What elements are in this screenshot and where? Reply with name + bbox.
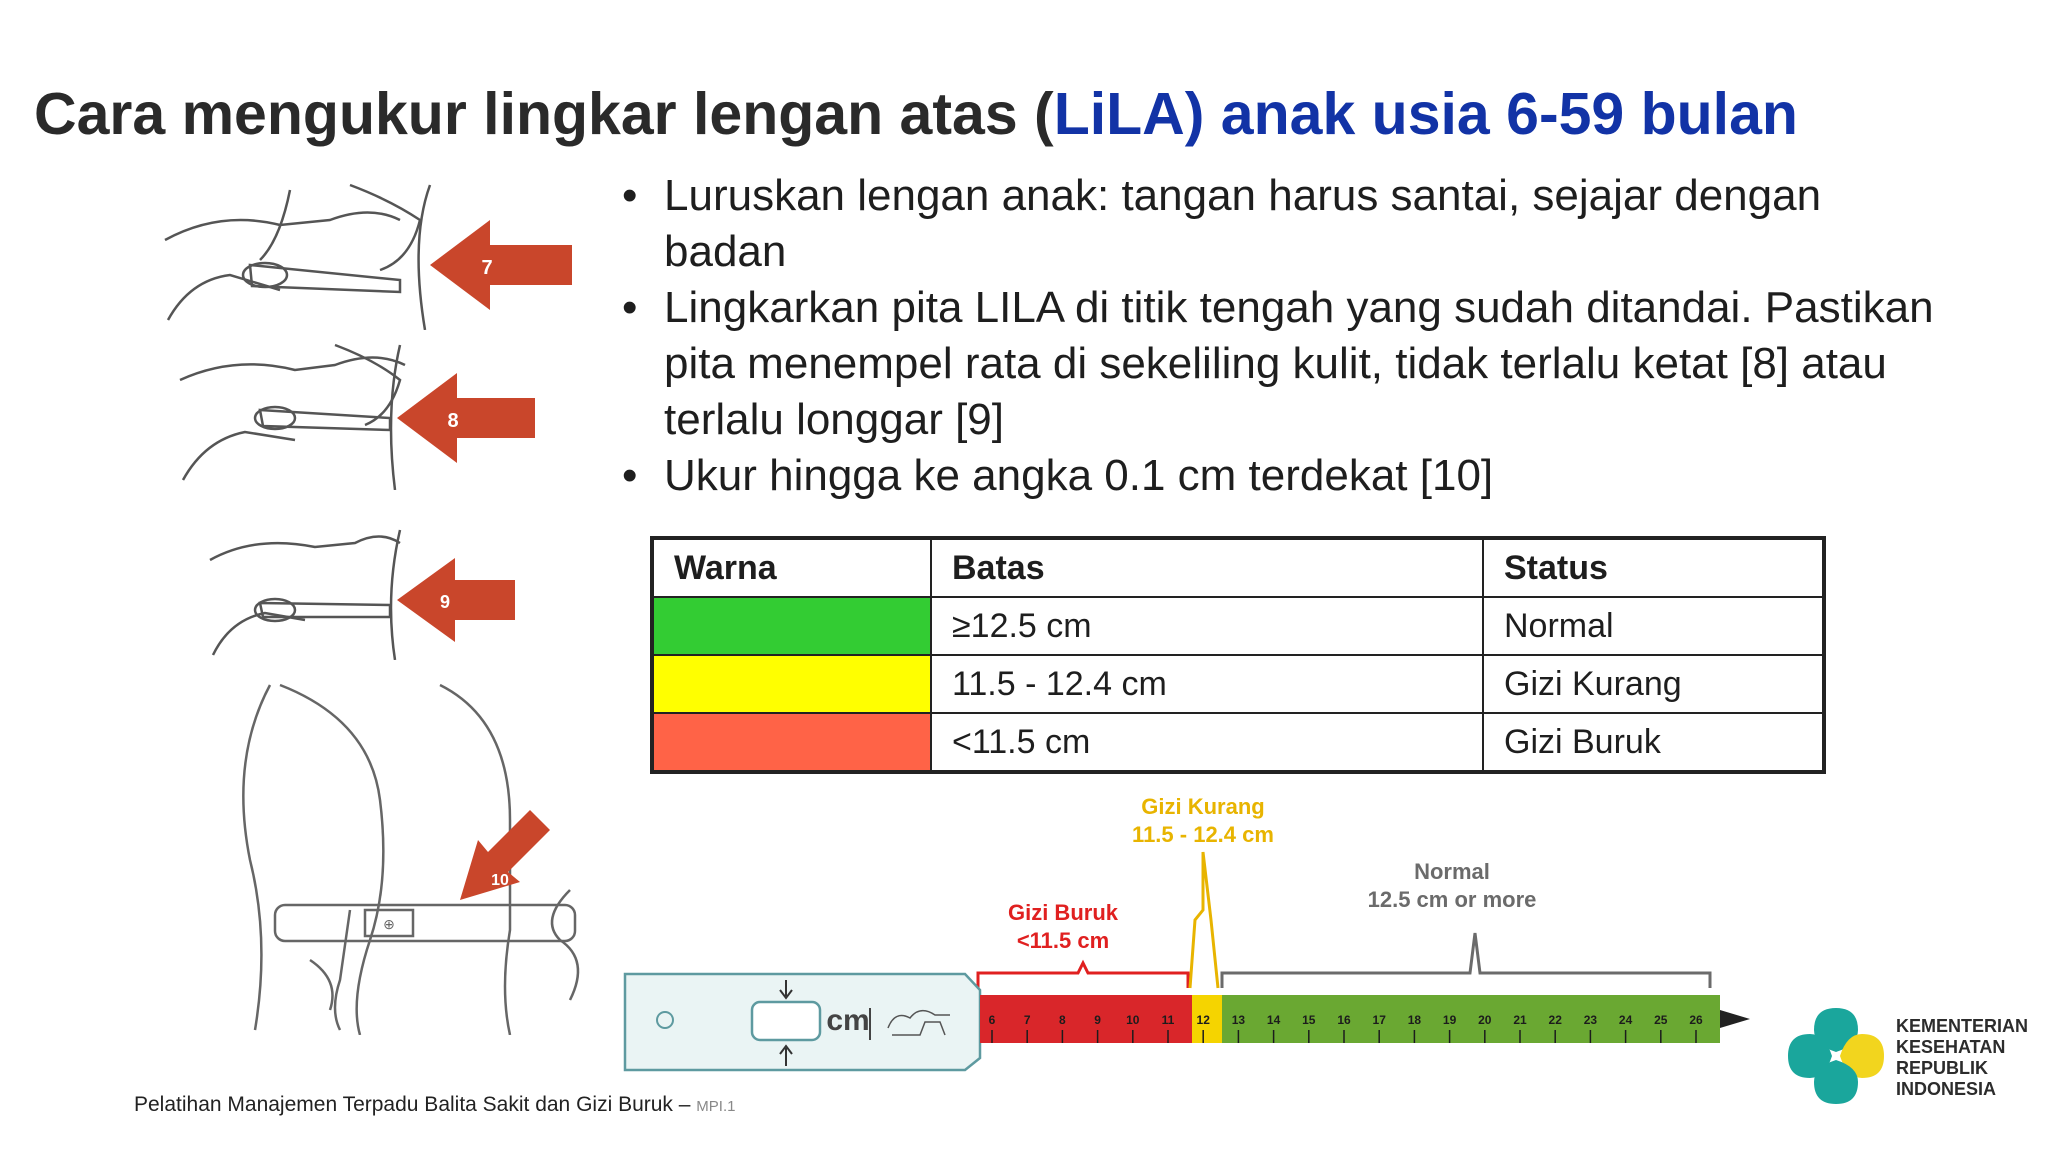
tape-tick-label: 19 (1443, 1013, 1457, 1027)
arrow-9 (397, 558, 515, 642)
color-swatch-green (651, 596, 932, 656)
table-row: 11.5 - 12.4 cm Gizi Kurang (651, 654, 1825, 714)
tape-tick-label: 18 (1408, 1013, 1422, 1027)
color-swatch-yellow (651, 654, 932, 714)
table-row: <11.5 cm Gizi Buruk (651, 712, 1825, 773)
header-status: Status (1482, 537, 1825, 598)
muac-tape-diagram: Gizi Kurang 11.5 - 12.4 cm Normal 12.5 c… (623, 794, 1750, 1072)
cell-batas: 11.5 - 12.4 cm (930, 654, 1484, 714)
tape-tick-label: 26 (1689, 1013, 1703, 1027)
step-number-10: 10 (491, 872, 509, 889)
tape-end-arrow (1720, 1010, 1750, 1028)
step-7-illustration: 7 (164, 183, 572, 330)
tape-tick-label: 6 (989, 1013, 996, 1027)
label-normal-range: 12.5 cm or more (1368, 887, 1537, 912)
tape-tick-label: 12 (1197, 1013, 1211, 1027)
tape-tick-label: 11 (1162, 1013, 1175, 1027)
instruction-item: Ukur hingga ke angka 0.1 cm terdekat [10… (622, 448, 1942, 504)
tape-tick-label: 25 (1654, 1013, 1668, 1027)
step-number-7: 7 (481, 257, 492, 279)
title-highlight: LiLA) anak usia 6-59 bulan (1053, 81, 1798, 147)
cell-status: Normal (1482, 596, 1825, 656)
instruction-list: Luruskan lengan anak: tangan harus santa… (622, 168, 1942, 504)
logo-line: KEMENTERIAN (1896, 1016, 2029, 1036)
color-swatch-red (651, 712, 932, 773)
cell-status: Gizi Kurang (1482, 654, 1825, 714)
tape-tick-label: 15 (1302, 1013, 1316, 1027)
tape-tick-label: 21 (1513, 1013, 1527, 1027)
instruction-item: Lingkarkan pita LILA di titik tengah yan… (622, 280, 1942, 448)
step-9-illustration: 9 (209, 529, 515, 660)
bracket-kurang (1188, 851, 1220, 989)
page-title: Cara mengukur lingkar lengan atas (LiLA)… (34, 80, 1798, 148)
label-gizi-kurang: Gizi Kurang (1141, 794, 1264, 819)
kemenkes-logo-icon (1788, 1008, 1884, 1104)
step-number-9: 9 (440, 592, 450, 612)
logo-line: REPUBLIK (1896, 1058, 1989, 1078)
bracket-normal (1220, 932, 1712, 988)
tape-tick-label: 22 (1549, 1013, 1563, 1027)
label-normal: Normal (1414, 859, 1490, 884)
tape-tick-label: 9 (1094, 1013, 1101, 1027)
footer-text: Pelatihan Manajemen Terpadu Balita Sakit… (134, 1093, 691, 1116)
tape-segment-yellow (1192, 995, 1222, 1043)
tape-tick-label: 17 (1373, 1013, 1387, 1027)
tape-segment-red (980, 995, 1192, 1043)
label-gizi-kurang-range: 11.5 - 12.4 cm (1132, 822, 1274, 847)
svg-text:⊕: ⊕ (383, 916, 395, 932)
table-header-row: Warna Batas Status (651, 537, 1825, 598)
tape-tick-label: 16 (1337, 1013, 1351, 1027)
tape-tick-label: 7 (1024, 1013, 1031, 1027)
title-main: Cara mengukur lingkar lengan atas ( (34, 81, 1054, 147)
step-8-illustration: 8 (179, 343, 535, 490)
tape-ticks: 6 7 8 9 10 11 12 13 14 15 16 17 18 19 20 21 22 23 24 25 26 (989, 1013, 1703, 1043)
step-number-8: 8 (447, 410, 458, 432)
tape-tick-label: 24 (1619, 1013, 1633, 1027)
tape-tick-label: 13 (1232, 1013, 1246, 1027)
label-gizi-buruk-range: <11.5 cm (1017, 928, 1109, 953)
cell-batas: <11.5 cm (930, 712, 1484, 773)
tape-tick-label: 8 (1059, 1013, 1066, 1027)
tape-tick-label: 14 (1267, 1013, 1281, 1027)
tape-tick-label: 10 (1126, 1013, 1140, 1027)
kemenkes-logo-text: KEMENTERIAN KESEHATAN REPUBLIK INDONESIA (1896, 1016, 2028, 1100)
tape-tick-label: 20 (1478, 1013, 1492, 1027)
logo-line: INDONESIA (1896, 1079, 1997, 1099)
footer-code: MPI.1 (696, 1098, 736, 1115)
muac-reference-table: Warna Batas Status ≥12.5 cm Normal 11.5 … (650, 536, 1826, 774)
instruction-item: Luruskan lengan anak: tangan harus santa… (622, 168, 1942, 280)
arrow-10 (460, 810, 550, 900)
tape-unit: cm (826, 1004, 869, 1037)
table-row: ≥12.5 cm Normal (651, 596, 1825, 656)
header-batas: Batas (930, 537, 1484, 598)
bracket-buruk (976, 959, 1190, 988)
logo-line: KESEHATAN (1896, 1037, 2006, 1057)
tape-segment-green (1222, 995, 1720, 1043)
cell-batas: ≥12.5 cm (930, 596, 1484, 656)
tape-holder-sketch-icon (887, 1009, 950, 1036)
step-10-illustration: ⊕ 10 (242, 683, 580, 1035)
tape-tick-label: 23 (1584, 1013, 1598, 1027)
label-gizi-buruk: Gizi Buruk (1008, 900, 1119, 925)
footer: Pelatihan Manajemen Terpadu Balita Sakit… (134, 1093, 735, 1117)
header-warna: Warna (651, 537, 932, 598)
arrow-8 (397, 373, 535, 463)
cell-status: Gizi Buruk (1482, 712, 1825, 773)
arrow-7 (430, 220, 572, 310)
